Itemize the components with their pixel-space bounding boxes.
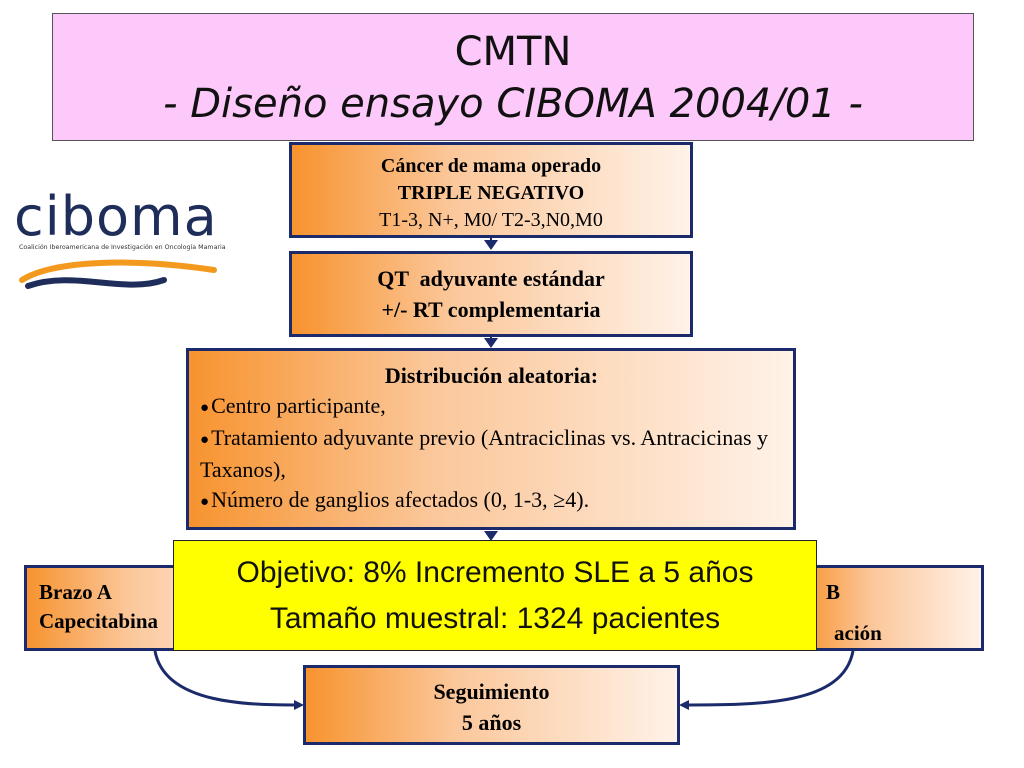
arrow-qt-to-dist	[484, 337, 498, 348]
box-qt-adyuvante: QT adyuvante estándar +/- RT complementa…	[289, 251, 693, 337]
distribucion-list: ●Centro participante, ●Tratamiento adyuv…	[200, 391, 783, 517]
bullet-icon: ●	[200, 432, 210, 448]
list-item: ●Centro participante,	[200, 393, 386, 418]
qt-line-2: +/- RT complementaria	[381, 297, 601, 322]
bullet-icon: ●	[200, 494, 210, 510]
box-cancer-operado: Cáncer de mama operado TRIPLE NEGATIVO T…	[289, 142, 693, 238]
box-distribucion-aleatoria: Distribución aleatoria: ●Centro particip…	[186, 348, 796, 530]
objective-box: Objetivo: 8% Incremento SLE a 5 años Tam…	[173, 540, 817, 651]
curve-arm-a-to-seguimiento	[153, 650, 304, 710]
list-item: ●Número de ganglios afectados (0, 1-3, ≥…	[200, 487, 590, 512]
logo-wordmark: ciboma	[14, 185, 218, 248]
objective-line-1: Objetivo: 8% Incremento SLE a 5 años	[236, 556, 754, 589]
box-seguimiento: Seguimiento 5 años	[303, 665, 680, 745]
box-brazo-b: B ación	[796, 565, 984, 651]
arm-a-line-2: Capecitabina	[39, 609, 159, 633]
list-item: ●Tratamiento adyuvante previo (Antracicl…	[200, 425, 769, 482]
arrow-cancer-to-qt	[484, 238, 498, 250]
ciboma-logo: ciboma Coalición Iberoamericana de Inves…	[14, 188, 229, 298]
curve-arm-b-to-seguimiento	[679, 650, 855, 710]
title-box: CMTN - Diseño ensayo CIBOMA 2004/01 -	[52, 13, 974, 141]
arm-a-line-1: Brazo A	[39, 580, 112, 604]
seguimiento-line-2: 5 años	[461, 710, 522, 735]
cancer-line-2: TRIPLE NEGATIVO	[397, 182, 585, 204]
arm-b-line-1: B	[826, 580, 841, 604]
qt-line-1: QT adyuvante estándar	[377, 266, 605, 291]
cancer-line-3: T1-3, N+, M0/ T2-3,N0,M0	[379, 209, 603, 231]
seguimiento-line-1: Seguimiento	[433, 679, 550, 704]
objective-line-2: Tamaño muestral: 1324 pacientes	[269, 602, 721, 635]
bullet-icon: ●	[200, 400, 210, 416]
logo-tagline: Coalición Iberoamericana de Investigació…	[19, 244, 226, 251]
arm-b-line-2: ación	[834, 621, 882, 645]
title-subtitle: - Diseño ensayo CIBOMA 2004/01 -	[163, 81, 863, 127]
distribucion-heading: Distribución aleatoria:	[384, 363, 599, 388]
title-main: CMTN	[454, 29, 572, 75]
arrow-dist-to-objective	[484, 531, 498, 541]
cancer-line-1: Cáncer de mama operado	[380, 155, 602, 177]
logo-swoosh-icon	[19, 259, 217, 289]
